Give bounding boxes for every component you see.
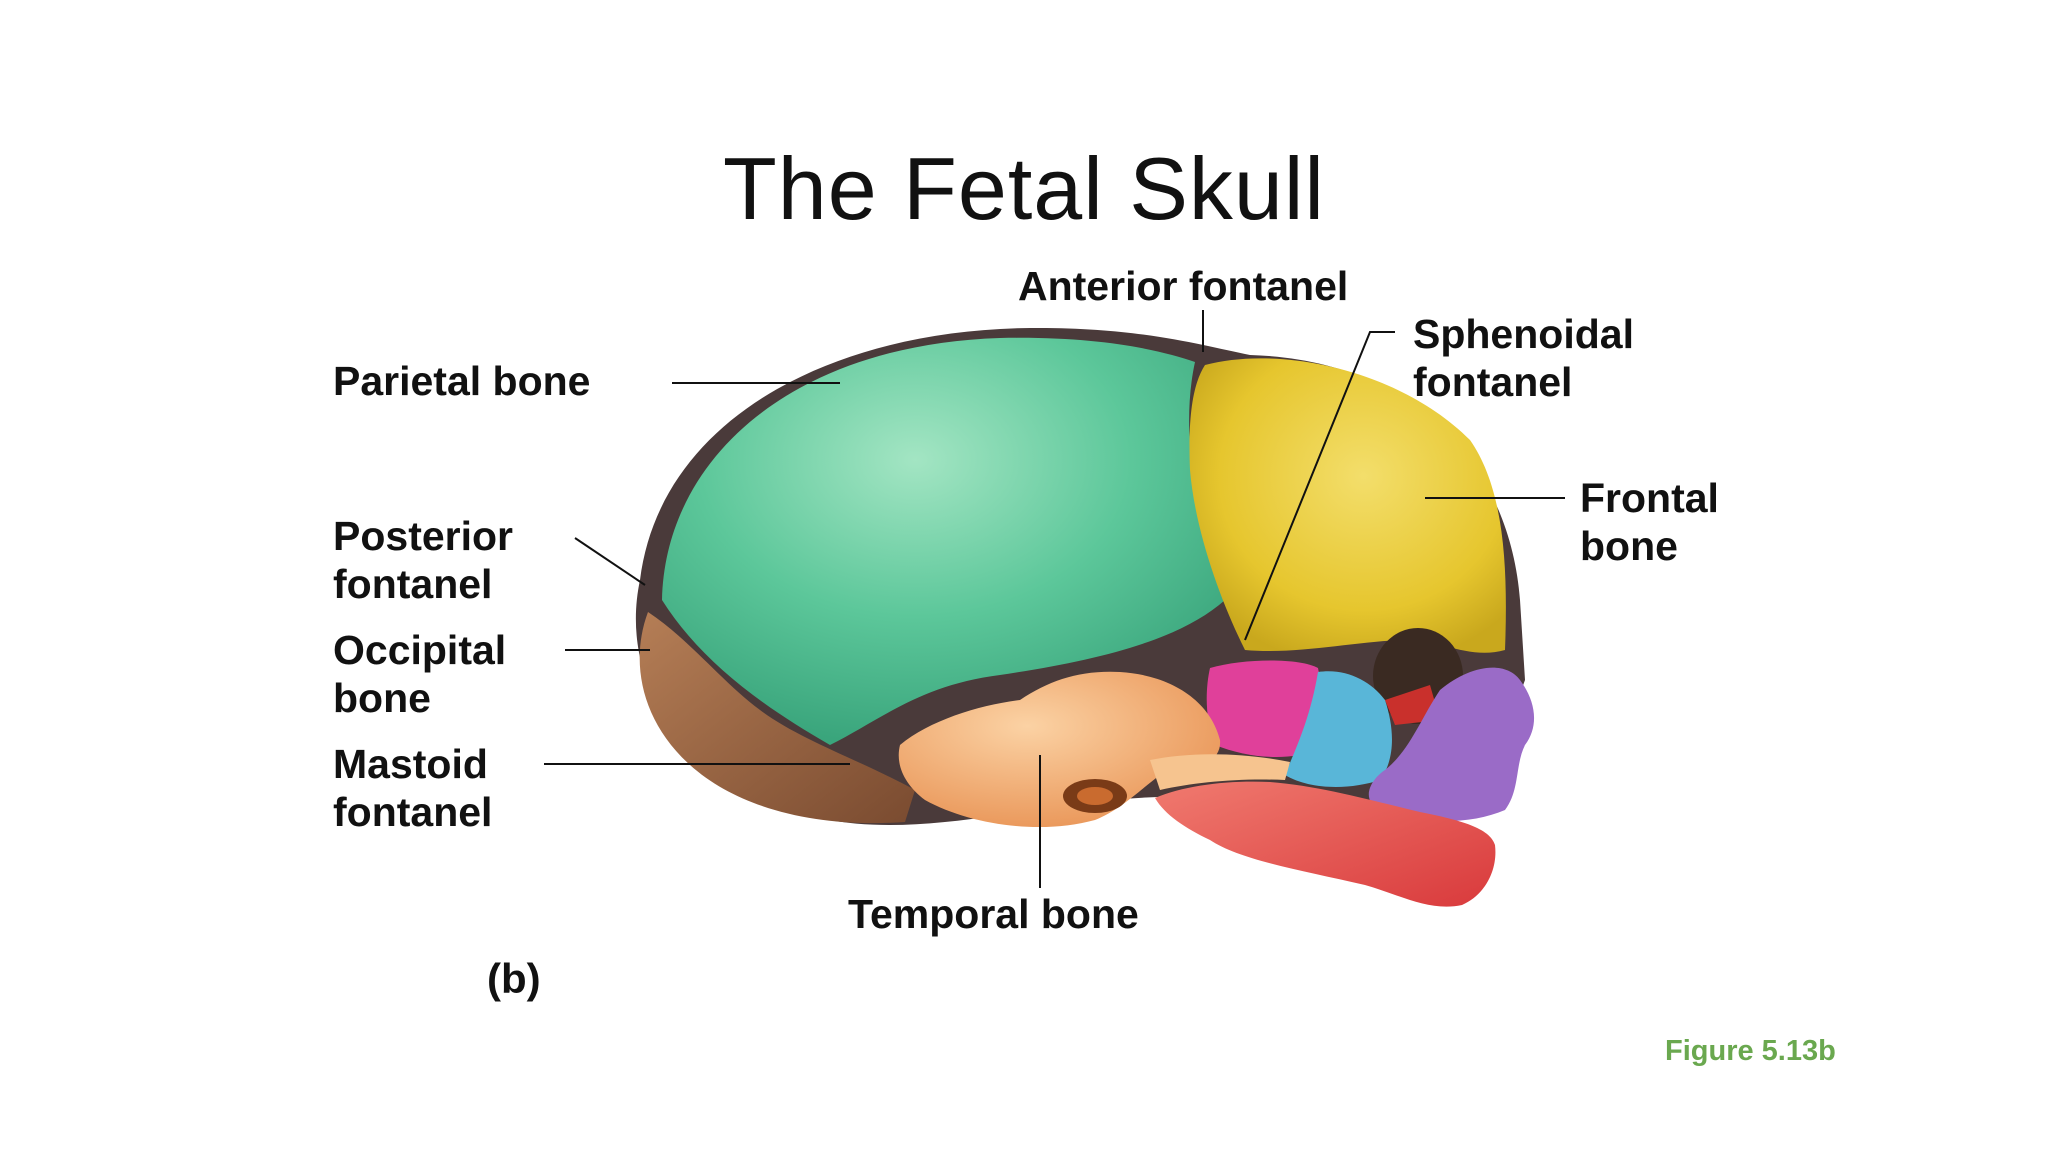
panel-letter: (b)	[487, 955, 541, 1002]
label-posterior-fontanel: Posterior fontanel	[333, 512, 513, 608]
label-mastoid-line-2: fontanel	[333, 789, 493, 835]
ear-opening-inner	[1077, 787, 1113, 805]
sphenoid-bone-shape	[1206, 660, 1321, 757]
label-mastoid-line-1: Mastoid	[333, 741, 488, 787]
label-posterior-line-2: fontanel	[333, 561, 493, 607]
label-frontal-line-1: Frontal	[1580, 475, 1719, 521]
parietal-bone-shape	[662, 337, 1225, 745]
maxilla-bone-shape	[1368, 667, 1535, 822]
mandible-shape	[1155, 781, 1496, 907]
label-temporal-bone: Temporal bone	[848, 891, 1139, 937]
label-parietal-bone: Parietal bone	[333, 358, 591, 404]
leader-lines	[544, 310, 1565, 888]
occipital-bone-shape	[639, 612, 915, 824]
label-frontal-line-2: bone	[1580, 523, 1678, 569]
zygomatic-process-shape	[1150, 754, 1290, 790]
label-sphenoidal-line-2: fontanel	[1413, 359, 1573, 405]
label-frontal-bone: Frontal bone	[1580, 474, 1719, 570]
slide-title: The Fetal Skull	[723, 139, 1325, 238]
label-sphenoidal-line-1: Sphenoidal	[1413, 311, 1634, 357]
leader-posterior-fontanel	[574, 537, 646, 586]
label-posterior-line-1: Posterior	[333, 513, 513, 559]
label-occipital-bone: Occipital bone	[333, 626, 506, 722]
label-sphenoidal-fontanel: Sphenoidal fontanel	[1413, 310, 1634, 406]
label-anterior-fontanel: Anterior fontanel	[1018, 263, 1349, 309]
zygomatic-bone-shape	[1285, 671, 1392, 787]
figure-reference: Figure 5.13b	[1665, 1035, 1836, 1067]
label-occipital-line-1: Occipital	[333, 627, 507, 673]
label-occipital-line-2: bone	[333, 675, 431, 721]
temporal-bone-shape	[898, 671, 1221, 828]
leader-sphenoidal-fontanel	[1244, 331, 1395, 641]
label-mastoid-fontanel: Mastoid fontanel	[333, 740, 492, 836]
